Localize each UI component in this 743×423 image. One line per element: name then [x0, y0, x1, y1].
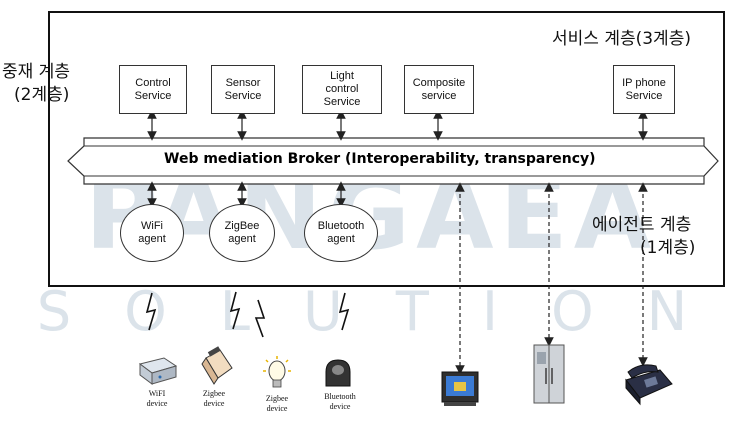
wireless-signal — [229, 291, 241, 330]
wifi-router-icon — [138, 357, 178, 385]
zigbee-module-icon — [201, 346, 233, 385]
refrigerator-icon — [533, 344, 565, 404]
wireless-signal — [145, 292, 157, 331]
watermark-subtitle: S O L U T I O N — [37, 280, 705, 340]
ip-phone-icon — [625, 364, 673, 406]
wireless-signal — [338, 292, 350, 331]
bluetooth-device-icon — [325, 359, 351, 387]
mediation-layer-label-line1: 중재 계층 — [2, 62, 70, 82]
agent-layer-label-line1: 에이전트 계층 — [592, 215, 692, 235]
service-layer-label: 서비스 계층(3계층) — [552, 29, 691, 49]
light-bulb-icon — [263, 356, 291, 388]
wireless-signal — [254, 299, 266, 338]
system-frame — [48, 11, 725, 287]
agent-layer-label-line2: (1계층) — [640, 238, 696, 258]
broker-label: Web mediation Broker (Interoperability, … — [164, 151, 596, 167]
mediation-layer-label-line2: (2계층) — [14, 85, 70, 105]
tv-icon — [441, 371, 479, 406]
